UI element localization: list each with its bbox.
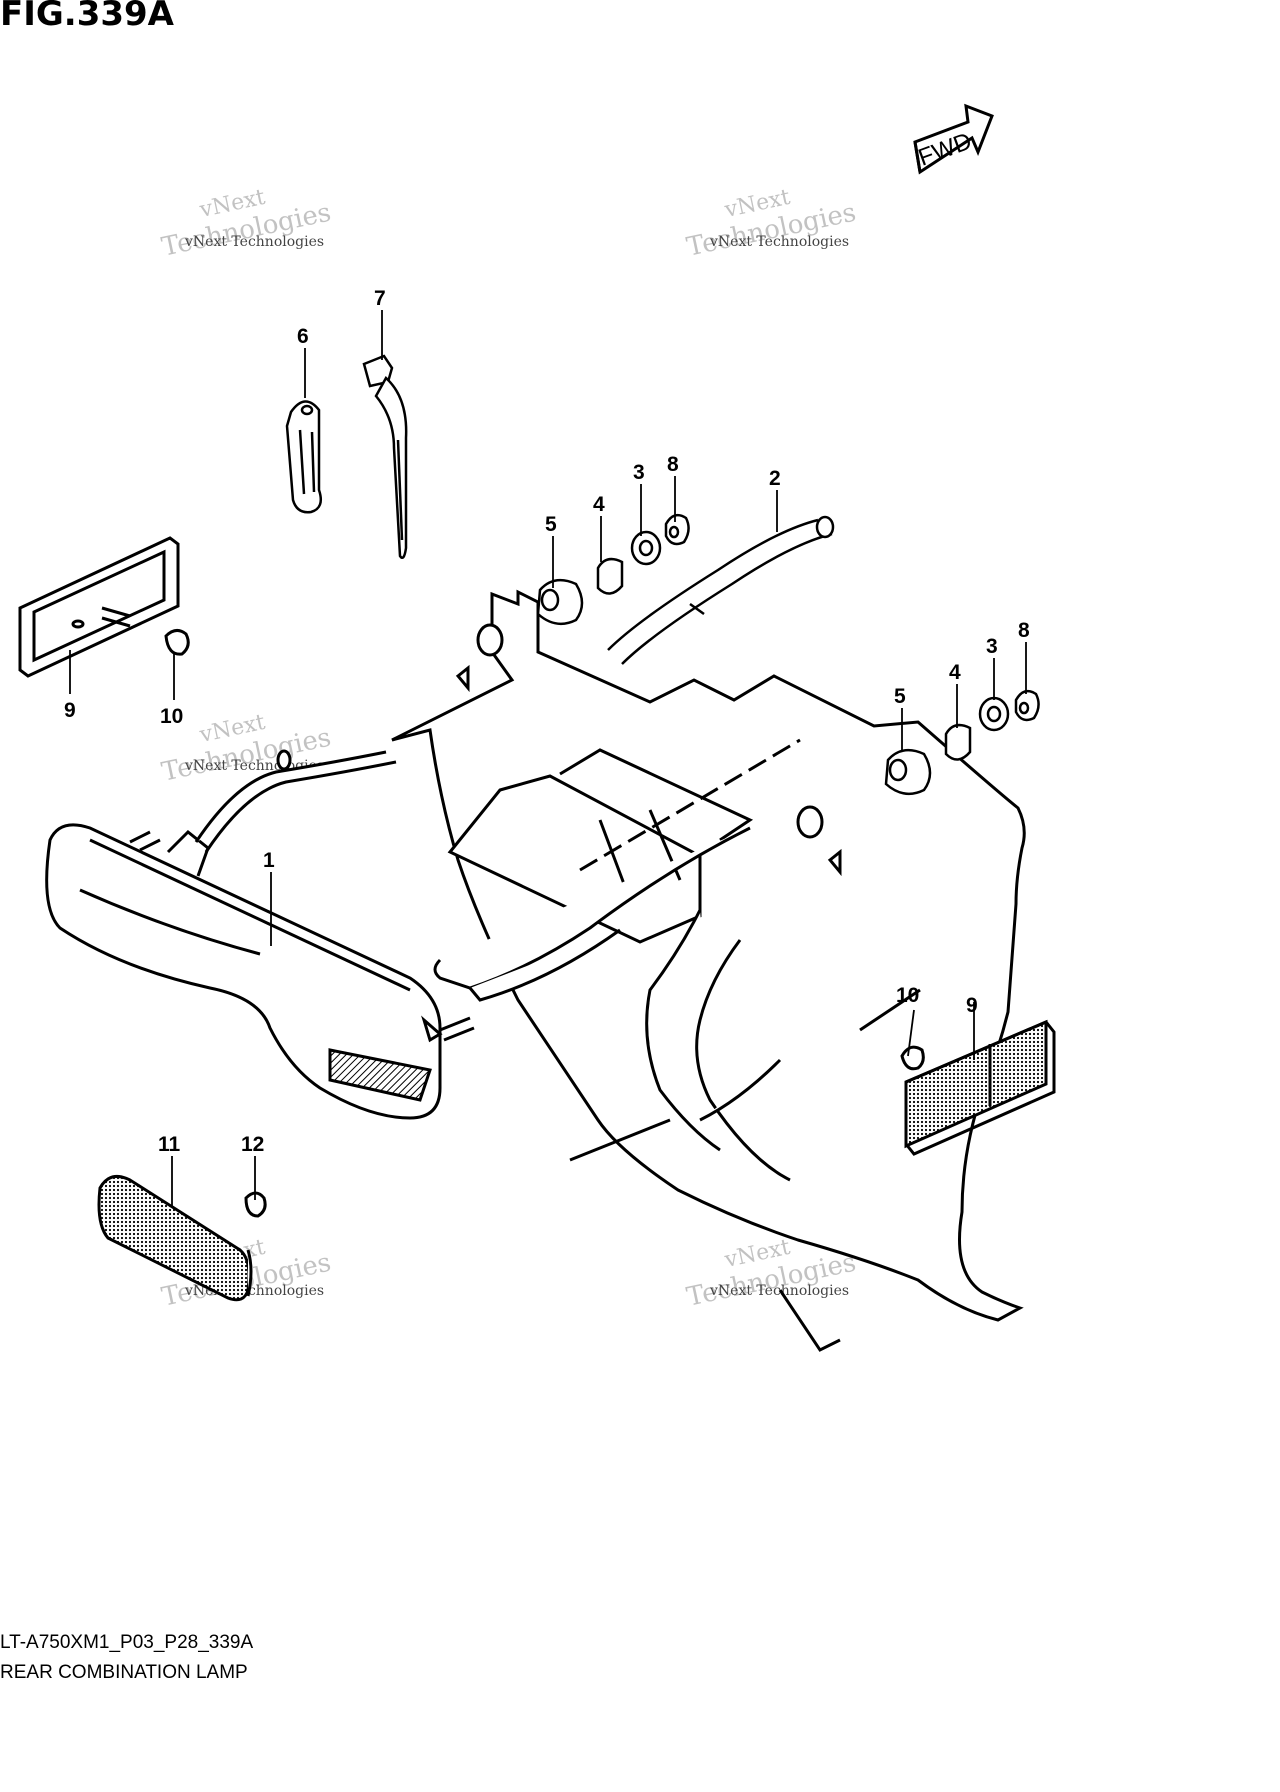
watermark-small: vNext Technologies xyxy=(709,234,849,250)
callout-part-3: 3 xyxy=(986,635,998,658)
diagram-caption: REAR COMBINATION LAMP xyxy=(0,1662,248,1683)
callout-part-10: 10 xyxy=(160,705,183,728)
callout-part-5: 5 xyxy=(894,685,906,708)
grommet-set-upper xyxy=(536,513,690,626)
callout-part-12: 12 xyxy=(241,1133,264,1156)
callout-part-11: 11 xyxy=(158,1133,181,1156)
leader-lines xyxy=(69,310,1027,1206)
figure-title: FIG.339A xyxy=(0,0,174,34)
callout-part-9: 9 xyxy=(966,994,978,1017)
watermark-small: vNext Technologies xyxy=(184,234,324,250)
combination-lamp-part-1 xyxy=(45,749,475,1120)
callout-part-8: 8 xyxy=(667,453,679,476)
cable-tie-part-7 xyxy=(362,354,408,559)
callout-part-5: 5 xyxy=(545,513,557,536)
callout-part-10: 10 xyxy=(896,984,919,1007)
callout-part-2: 2 xyxy=(769,467,781,490)
reflector-part-9-right xyxy=(900,1019,1056,1156)
grommet-set-lower xyxy=(884,689,1040,796)
callout-part-4: 4 xyxy=(949,661,961,684)
callout-part-3: 3 xyxy=(633,461,645,484)
reflector-part-9-left xyxy=(18,536,190,678)
rear-frame-body xyxy=(391,589,1026,1352)
callout-part-7: 7 xyxy=(374,287,386,310)
fwd-arrow-icon: FWD xyxy=(913,103,994,175)
reflector-part-11 xyxy=(97,1174,267,1302)
callout-part-4: 4 xyxy=(593,493,605,516)
diagram-code: LT-A750XM1_P03_P28_339A xyxy=(0,1632,254,1653)
callout-part-1: 1 xyxy=(263,849,275,872)
clamp-part-6 xyxy=(285,400,322,514)
callout-part-6: 6 xyxy=(297,325,309,348)
wire-harness xyxy=(607,515,835,665)
callout-part-9: 9 xyxy=(64,699,76,722)
callout-numbers: 6 7 5 4 3 8 2 5 4 3 8 1 9 10 10 9 11 12 xyxy=(64,287,1030,1156)
callout-part-8: 8 xyxy=(1018,619,1030,642)
